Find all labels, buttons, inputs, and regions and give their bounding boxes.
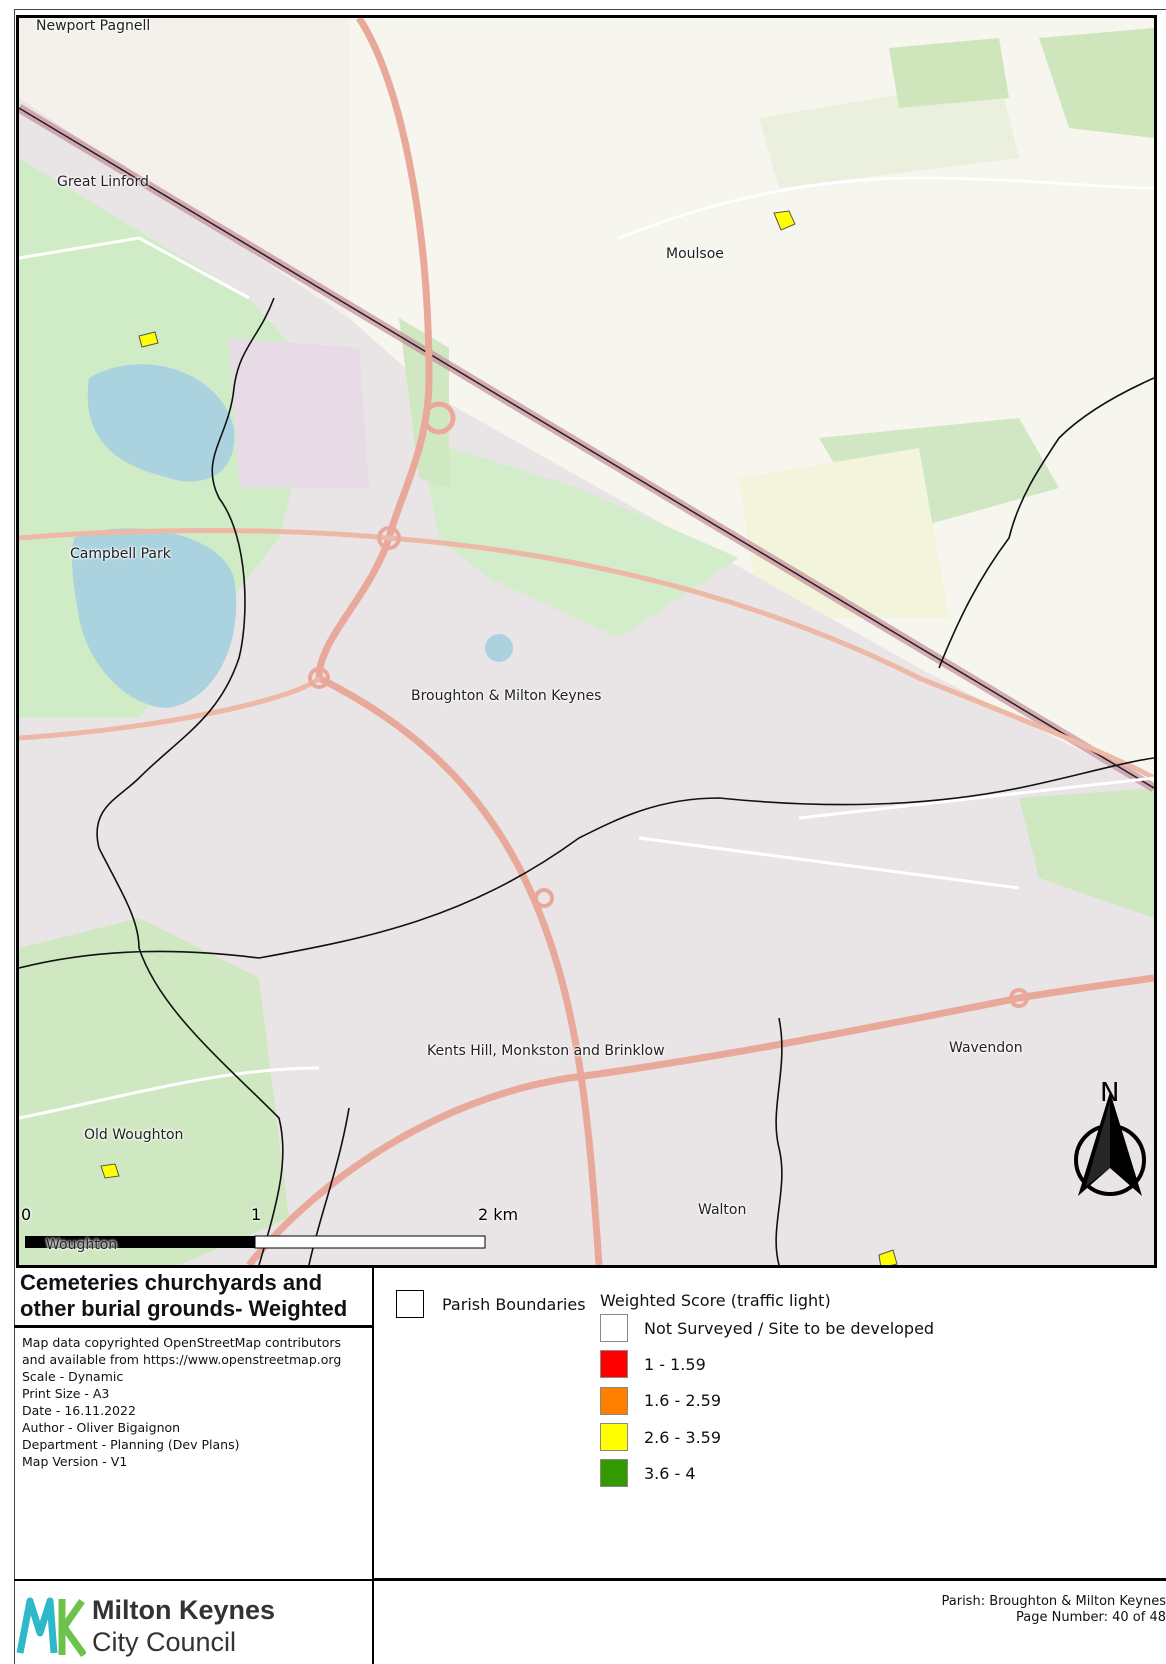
legend-label-yellow: 2.6 - 3.59 bbox=[644, 1428, 722, 1447]
place-label-great-linford: Great Linford bbox=[57, 174, 149, 190]
council-logo: Milton Keynes City Council bbox=[14, 1581, 374, 1664]
footer-page-number: Page Number: 40 of 48 bbox=[1016, 1610, 1166, 1625]
legend-label-not-surveyed: Not Surveyed / Site to be developed bbox=[644, 1319, 935, 1338]
metadata-line: Map data copyrighted OpenStreetMap contr… bbox=[22, 1335, 342, 1350]
place-label-wavendon: Wavendon bbox=[949, 1040, 1023, 1056]
metadata-line: Author - Oliver Bigaignon bbox=[22, 1420, 181, 1435]
legend-label-red: 1 - 1.59 bbox=[644, 1355, 706, 1374]
place-label-woughton: Woughton bbox=[46, 1237, 118, 1253]
parish-boundaries-label: Parish Boundaries bbox=[442, 1295, 586, 1314]
logo-line-1: Milton Keynes bbox=[92, 1595, 276, 1625]
metadata-line: Date - 16.11.2022 bbox=[22, 1403, 136, 1418]
map-legend: Parish Boundaries Weighted Score (traffi… bbox=[374, 1268, 1166, 1581]
legend-swatch-yellow bbox=[600, 1423, 628, 1451]
place-label-campbell-park: Campbell Park bbox=[70, 546, 171, 562]
place-label-newport-pagnell: Newport Pagnell bbox=[36, 18, 151, 34]
map-canvas[interactable]: Newport Pagnell Great Linford Moulsoe Ca… bbox=[16, 15, 1157, 1268]
score-legend-title: Weighted Score (traffic light) bbox=[600, 1291, 831, 1310]
legend-label-orange: 1.6 - 2.59 bbox=[644, 1391, 722, 1410]
legend-label-green: 3.6 - 4 bbox=[644, 1464, 696, 1483]
logo-line-2: City Council bbox=[92, 1627, 237, 1657]
parish-boundary-swatch bbox=[396, 1290, 424, 1318]
map-metadata: Map data copyrighted OpenStreetMap contr… bbox=[14, 1328, 374, 1581]
scale-label-1: 1 bbox=[251, 1205, 262, 1224]
metadata-line: and available from https://www.openstree… bbox=[22, 1352, 342, 1367]
scale-label-2km: 2 km bbox=[478, 1205, 519, 1224]
north-arrow-icon bbox=[1074, 1092, 1146, 1196]
page-frame bbox=[14, 9, 1166, 1664]
legend-panel: Cemeteries churchyards and other burial … bbox=[0, 1268, 1166, 1664]
basemap bbox=[19, 18, 1154, 1265]
map-title: Cemeteries churchyards and other burial … bbox=[14, 1268, 374, 1328]
metadata-line: Print Size - A3 bbox=[22, 1386, 110, 1401]
scale-label-0: 0 bbox=[21, 1205, 32, 1224]
map-title-line-2: other burial grounds- Weighted bbox=[20, 1296, 348, 1321]
place-label-broughton-milton-keynes: Broughton & Milton Keynes bbox=[411, 688, 602, 704]
place-label-walton: Walton bbox=[698, 1202, 747, 1218]
place-label-moulsoe: Moulsoe bbox=[666, 246, 724, 262]
map-title-line-1: Cemeteries churchyards and bbox=[20, 1270, 323, 1295]
legend-swatch-not-surveyed bbox=[600, 1314, 628, 1342]
metadata-line: Department - Planning (Dev Plans) bbox=[22, 1437, 240, 1452]
mk-logo-icon bbox=[16, 1597, 86, 1658]
metadata-line: Scale - Dynamic bbox=[22, 1369, 124, 1384]
place-label-old-woughton: Old Woughton bbox=[84, 1127, 184, 1143]
legend-swatch-green bbox=[600, 1459, 628, 1487]
legend-swatch-orange bbox=[600, 1387, 628, 1415]
legend-swatch-red bbox=[600, 1350, 628, 1378]
place-label-kents-hill: Kents Hill, Monkston and Brinklow bbox=[427, 1043, 665, 1059]
footer-parish: Parish: Broughton & Milton Keynes bbox=[941, 1594, 1166, 1609]
metadata-line: Map Version - V1 bbox=[22, 1454, 128, 1469]
